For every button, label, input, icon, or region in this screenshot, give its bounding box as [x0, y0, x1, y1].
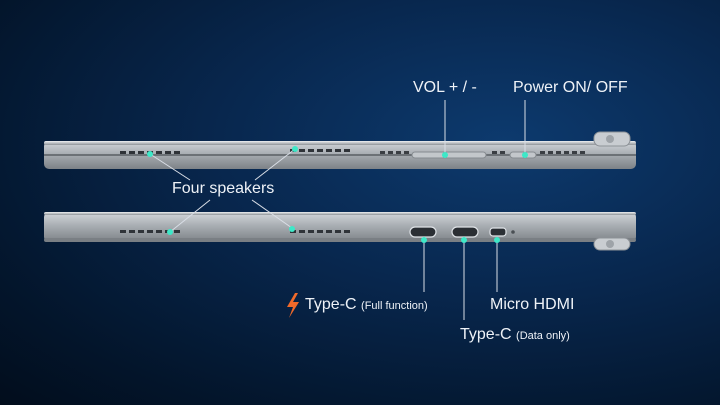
speaker-grille-top-right [290, 149, 350, 152]
lightning-bolt-icon [287, 293, 299, 318]
device-top-edge [44, 131, 636, 169]
micro-hdmi-port [489, 227, 507, 237]
type-c-full-main: Type-C [305, 296, 357, 313]
vent-grille-top [380, 151, 585, 154]
type-c-data-main: Type-C [460, 326, 512, 343]
type-c-data-note: (Data only) [516, 330, 570, 342]
type-c-full-label: Type-C (Full function) [305, 296, 428, 314]
type-c-full-note: (Full function) [361, 300, 428, 312]
micro-hdmi-label: Micro HDMI [490, 296, 575, 313]
type-c-data-port [451, 226, 479, 238]
speakers-label: Four speakers [172, 180, 275, 197]
device-bottom-edge [44, 212, 636, 251]
vol-label: VOL + / - [413, 79, 477, 96]
speaker-grille-bottom-right [290, 230, 350, 233]
type-c-full-port [409, 226, 437, 238]
type-c-data-label: Type-C (Data only) [460, 326, 570, 344]
volume-button [411, 151, 487, 159]
power-label: Power ON/ OFF [513, 79, 628, 96]
leader-lines [149, 100, 526, 320]
callout-dots [147, 146, 528, 243]
